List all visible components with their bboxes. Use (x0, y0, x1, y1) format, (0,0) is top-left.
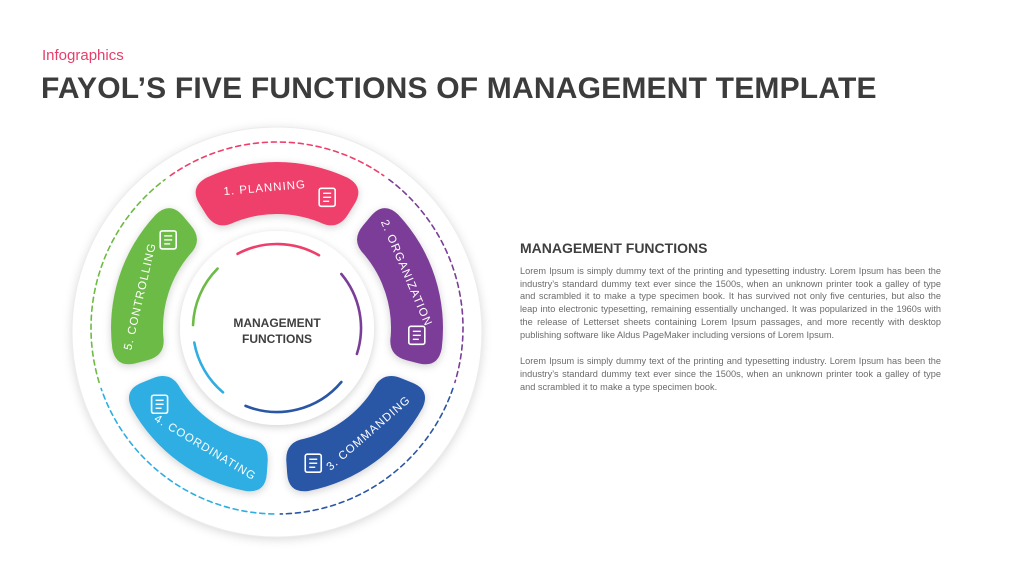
inner-disc (180, 231, 374, 425)
center-label-line2: FUNCTIONS (242, 332, 312, 346)
inner-arc-4 (192, 341, 225, 394)
inner-arc-5 (191, 267, 219, 327)
panel-heading: MANAGEMENT FUNCTIONS (520, 240, 708, 256)
page-title: FAYOL’S FIVE FUNCTIONS OF MANAGEMENT TEM… (41, 72, 877, 105)
center-label-line1: MANAGEMENT (233, 316, 321, 330)
description-panel: MANAGEMENT FUNCTIONS Lorem Ipsum is simp… (520, 240, 941, 393)
meeting-icon (304, 453, 323, 474)
dashed-arc-2 (388, 178, 464, 384)
team-globe-icon (150, 394, 169, 415)
dashed-arc-5 (90, 178, 166, 384)
dashed-arc-3 (279, 387, 454, 515)
org-structure-icon (408, 325, 426, 346)
header-subtitle: Infographics (42, 47, 124, 64)
segment-2 (357, 208, 443, 365)
segment-1 (195, 162, 359, 226)
checklist-icon (318, 187, 336, 208)
dashed-arc-4 (100, 387, 275, 515)
inner-arcs (191, 242, 363, 414)
inner-arc-3 (244, 380, 343, 414)
panel-paragraph-2: Lorem Ipsum is simply dummy text of the … (520, 356, 941, 392)
gears-icon (159, 230, 177, 250)
panel-paragraph-1: Lorem Ipsum is simply dummy text of the … (520, 266, 941, 340)
outer-disc-edge (71, 126, 483, 538)
dashed-ring (90, 141, 464, 515)
inner-arc-1 (236, 242, 321, 257)
dashed-arc-1 (169, 141, 385, 177)
inner-arc-2 (340, 272, 363, 356)
segment-4 (128, 375, 268, 492)
